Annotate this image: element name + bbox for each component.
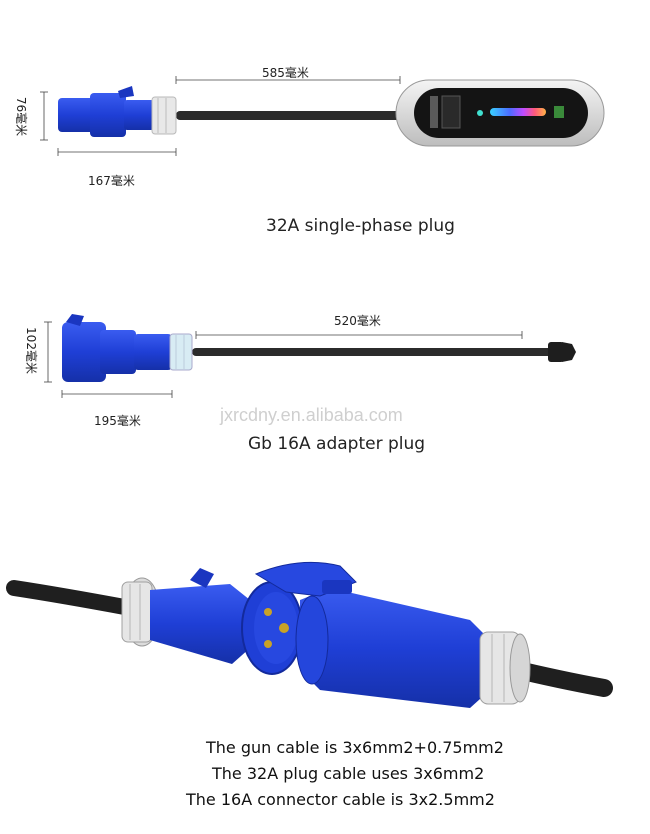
caption-32a: 32A single-phase plug — [266, 216, 455, 236]
plug-width-16a: 195毫米 — [94, 414, 141, 428]
plug-width-32a: 167毫米 — [88, 174, 135, 188]
cable-length-16a: 520毫米 — [334, 314, 381, 328]
plug-height-16a: 102毫米 — [23, 327, 38, 374]
plug-32a-illustration — [40, 76, 605, 156]
caption-16a: Gb 16A adapter plug — [248, 434, 426, 454]
spec-line-gun-cable: The gun cable is 3x6mm2+0.75mm2 — [206, 738, 504, 757]
spec-line-16a-cable: The 16A connector cable is 3x2.5mm2 — [186, 790, 495, 809]
watermark: jxrcdny.en.alibaba.com — [220, 405, 403, 425]
connector-closeup-illustration — [6, 561, 613, 708]
adapter-16a-illustration — [44, 314, 576, 398]
plug-height-32a: 76毫米 — [14, 96, 29, 137]
spec-line-32a-cable: The 32A plug cable uses 3x6mm2 — [212, 764, 485, 783]
cable-length-32a: 585毫米 — [262, 66, 309, 80]
